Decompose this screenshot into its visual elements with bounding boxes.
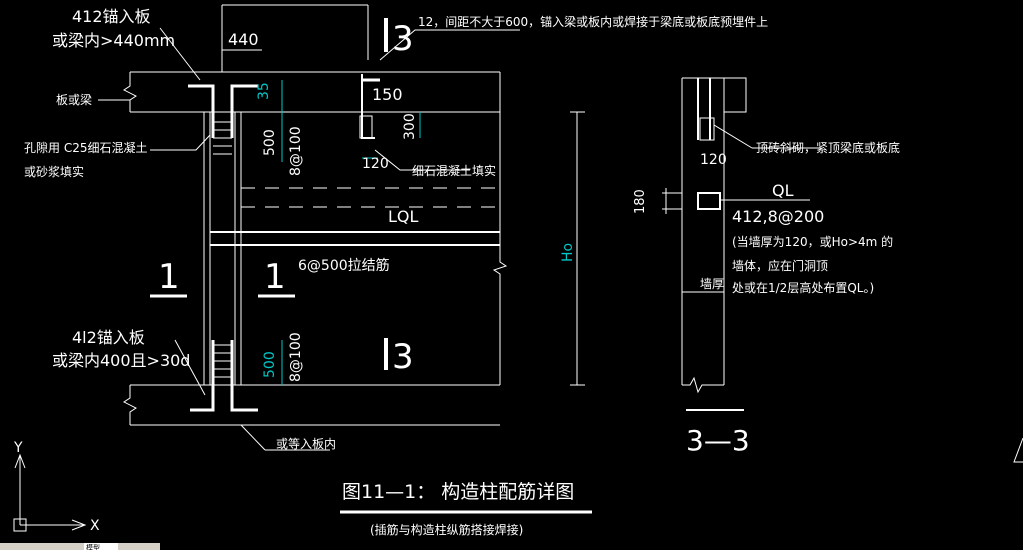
drawing-title: 图11—1： 构造柱配筋详图 [342, 481, 574, 503]
dim-150: 150 [372, 85, 403, 104]
dim-440: 440 [228, 30, 259, 49]
section-3-3 [662, 77, 820, 411]
ucs-icon [13, 453, 87, 532]
section-dim-180: 180 [633, 189, 648, 214]
dim-500-top: 500 [262, 129, 278, 156]
lql-label: LQL [388, 207, 419, 226]
dim-500-bottom: 500 [262, 351, 278, 378]
section-cut-marks [150, 18, 388, 370]
left-bottom-bar-sub: 或梁内400且>30d [52, 351, 190, 370]
section-3-3-title: 3—3 [686, 424, 750, 457]
dim-300: 300 [402, 113, 418, 140]
ucs-x-label: X [90, 518, 100, 534]
wall-thickness-label: 墙厚 [700, 277, 724, 291]
drawing-subtitle: (插筋与构造柱纵筋搭接焊接) [370, 522, 523, 537]
dimension-lines [281, 80, 421, 385]
slab-or-beam-label: 板或梁 [56, 92, 92, 107]
ucs-y-label: Y [13, 440, 23, 456]
left-top-bar-sub: 或梁内>440mm [52, 31, 175, 50]
ql-label: QL [772, 181, 794, 200]
top-anchor-note: 12，间距不大于600，锚入梁或板内或焊接于梁底或板底预埋件上 [418, 14, 768, 29]
ql-note-1: (当墙厚为120，或Ho>4m 的 [732, 234, 893, 249]
dim-35: 35 [256, 82, 272, 100]
section-mark-3-bottom: 3 [392, 337, 414, 377]
dim-120-mid: 120 [362, 156, 389, 172]
left-bottom-bar-note: 4l2锚入板 [72, 328, 145, 347]
model-tab-strip[interactable]: 模型 [0, 543, 160, 550]
stirrup-spacing-bottom: 8@100 [288, 332, 304, 382]
ho-dim-label: Ho [560, 243, 576, 262]
ql-bar-label: 412,8@200 [732, 207, 824, 226]
section-mark-1-left: 1 [158, 257, 180, 297]
bottom-note: 或等入板内 [276, 437, 336, 451]
section-mark-3-top: 3 [392, 19, 414, 59]
section-mark-1-right: 1 [264, 257, 286, 297]
tie-bar-label: 6@500拉结筋 [298, 257, 390, 274]
main-detail [123, 4, 585, 451]
fine-concrete-note: 细石混凝土填实 [412, 163, 496, 178]
drawing-text: 412锚入板 或梁内>440mm 板或梁 孔隙用 C25细石混凝土 或砂浆填实 … [13, 7, 900, 537]
ql-note-3: 处或在1/2层高处布置QL。) [732, 280, 874, 295]
left-top-bar-note: 412锚入板 [72, 7, 151, 26]
model-tab: 模型 [86, 543, 100, 550]
fill-note-2: 或砂浆填实 [24, 164, 84, 179]
ql-note-2: 墙体，应在门洞顶 [732, 258, 828, 273]
partial-edge-shape [1013, 437, 1023, 463]
section-top-note: 顶砖斜砌，紧顶梁底或板底 [756, 140, 900, 155]
fill-note-1: 孔隙用 C25细石混凝土 [24, 140, 147, 155]
leader-lines [98, 27, 520, 396]
section-dim-120: 120 [700, 152, 727, 168]
stirrup-spacing-top: 8@100 [288, 126, 304, 176]
